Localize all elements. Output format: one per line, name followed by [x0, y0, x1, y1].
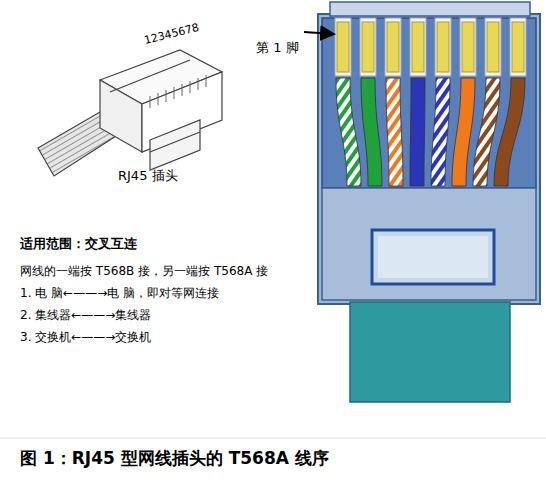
wire — [410, 78, 425, 186]
gold-contact — [387, 22, 399, 72]
label-text: 第 1 脚 — [256, 40, 299, 56]
gold-contact — [462, 22, 474, 72]
wire — [336, 78, 361, 186]
gold-contact — [337, 22, 349, 72]
contact-slot — [360, 18, 376, 76]
wire — [452, 78, 475, 186]
wire — [431, 78, 450, 186]
label-text: 适用范围：交叉互连 — [20, 236, 137, 252]
contact-slot — [435, 18, 451, 76]
contact-slot — [385, 18, 401, 76]
label-text: 网线的一端按 T568B 接，另一端按 T568A 接 — [20, 264, 268, 278]
contact-slot — [460, 18, 476, 76]
contact-slot — [510, 18, 526, 76]
wire — [361, 78, 382, 186]
label-text: 1. 电 脑←——→电 脑，即对等网连接 — [20, 286, 219, 300]
label-text: 3. 交换机←——→交换机 — [20, 330, 151, 344]
gold-contact — [412, 22, 424, 72]
gold-contact — [362, 22, 374, 72]
caption-text: 图 1：RJ45 型网线插头的 T568A 线序 — [20, 448, 329, 468]
gold-contact — [512, 22, 524, 72]
contact-slot — [410, 18, 426, 76]
large-plug — [0, 2, 546, 438]
label-text: RJ45 插头 — [118, 168, 178, 184]
label-text: 12345678 — [143, 21, 201, 47]
wire — [386, 78, 403, 186]
contact-slot — [485, 18, 501, 76]
wire — [494, 78, 525, 186]
small-plug-sketch — [38, 50, 222, 176]
contact-slot — [335, 18, 351, 76]
label-text: 2. 集线器←——→集线器 — [20, 308, 151, 322]
gold-contact — [487, 22, 499, 72]
gold-contact — [437, 22, 449, 72]
